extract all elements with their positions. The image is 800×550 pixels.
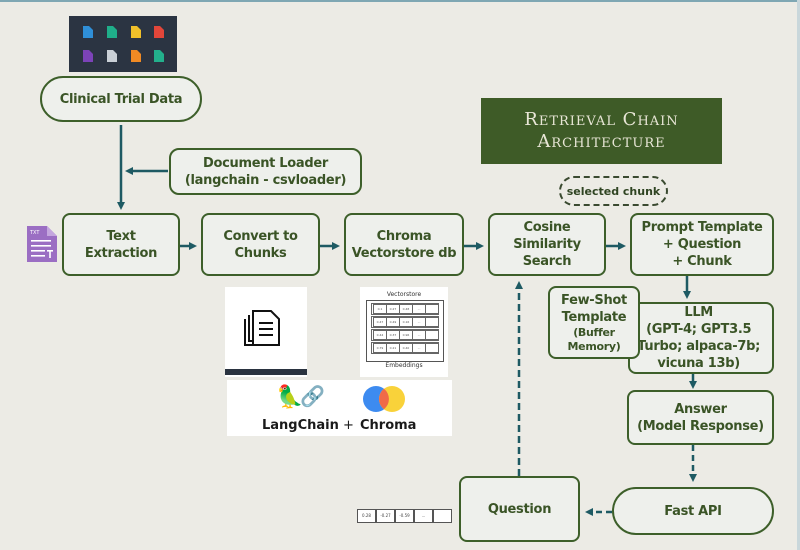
vectorstore-image <box>360 287 448 377</box>
chroma-logo-icon <box>363 386 405 412</box>
vectorstore-cell: 0.79 <box>373 343 387 353</box>
vectorstore-cell: 0.21 <box>386 343 400 353</box>
question-label: Question <box>487 501 552 517</box>
parrot-icon: 🦜 <box>276 384 304 409</box>
embedding-cell: -0.27 <box>376 509 395 523</box>
chroma-vectorstore-node: Chroma Vectorstore db <box>344 213 464 276</box>
chain-link-icon: 🔗 <box>300 386 325 408</box>
file-icon <box>83 50 93 62</box>
answer-label: Answer (Model Response) <box>637 401 764 434</box>
question-embedding-vector: 0.28 -0.27 -0.59 ... <box>357 509 452 523</box>
vectorstore-cell: 0.1 <box>373 304 387 314</box>
vectorstore-cell: ... <box>412 330 426 340</box>
vectorstore-cell: ... <box>412 343 426 353</box>
vectorstore-cell: 0.49 <box>386 317 400 327</box>
vectorstore-cell <box>425 304 439 314</box>
vectorstore-grid <box>366 300 444 362</box>
file-icon <box>107 50 117 62</box>
documents-image <box>225 287 307 377</box>
vectorstore-cell: 0.96 <box>399 330 413 340</box>
cosine-similarity-label: Cosine Similarity Search <box>513 220 581 269</box>
documents-stack-icon <box>225 310 307 375</box>
vectorstore-cell: 0.44 <box>373 330 387 340</box>
document-loader-node: Document Loader (langchain - csvloader) <box>169 148 362 195</box>
txt-file-label: TXT <box>29 230 40 236</box>
embedding-cell: ... <box>414 509 433 523</box>
file-icon <box>131 26 141 38</box>
few-shot-title: Few-Shot Template <box>561 292 627 325</box>
logos-panel <box>227 380 452 436</box>
fast-api-node: Fast API <box>612 487 774 535</box>
few-shot-template-node: Few-Shot Template (Buffer Memory) <box>548 286 640 359</box>
vectorstore-cell: ... <box>412 304 426 314</box>
text-extraction-label: Text Extraction <box>84 228 158 261</box>
title-line-2: Architecture <box>537 131 666 152</box>
vectorstore-cell: 0.27 <box>386 304 400 314</box>
file-icon <box>154 50 164 62</box>
vectorstore-cell: 0.37 <box>386 330 400 340</box>
prompt-template-node: Prompt Template + Question + Chunk <box>630 213 774 276</box>
document-loader-label: Document Loader (langchain - csvloader) <box>184 155 347 188</box>
file-types-panel <box>69 16 177 72</box>
vectorstore-cell: 0.40 <box>399 343 413 353</box>
file-icon <box>107 26 117 38</box>
vectorstore-cell: 0.47 <box>373 317 387 327</box>
question-node: Question <box>459 476 580 542</box>
embedding-cell: -0.59 <box>395 509 414 523</box>
diagram-title: Retrieval Chain Architecture <box>481 98 722 164</box>
answer-node: Answer (Model Response) <box>627 390 774 445</box>
convert-to-chunks-node: Convert to Chunks <box>201 213 320 276</box>
vectorstore-cell <box>425 330 439 340</box>
clinical-trial-data-label: Clinical Trial Data <box>59 91 183 107</box>
selected-chunk-text: selected chunk <box>566 184 661 198</box>
vectorstore-cell <box>425 317 439 327</box>
text-extraction-node: Text Extraction <box>62 213 180 276</box>
selected-chunk-label: selected chunk <box>559 176 668 206</box>
convert-to-chunks-label: Convert to Chunks <box>223 228 298 261</box>
llm-label: LLM (GPT-4; GPT3.5 Turbo; alpaca-7b; vic… <box>637 305 760 371</box>
embedding-cell: 0.28 <box>357 509 376 523</box>
vectorstore-cell <box>425 343 439 353</box>
vectorstore-title: Vectorstore <box>386 291 422 298</box>
vectorstore-cell: 0.16 <box>399 317 413 327</box>
langchain-logo-text: LangChain <box>262 418 339 433</box>
few-shot-subtitle: (Buffer Memory) <box>567 325 621 353</box>
fast-api-label: Fast API <box>664 503 722 519</box>
right-border <box>797 0 800 550</box>
top-border <box>0 0 800 2</box>
embedding-cell <box>433 509 452 523</box>
llm-node: LLM (GPT-4; GPT3.5 Turbo; alpaca-7b; vic… <box>628 302 774 374</box>
vectorstore-cell: ... <box>412 317 426 327</box>
cosine-similarity-node: Cosine Similarity Search <box>488 213 606 276</box>
vectorstore-footer: Embeddings <box>385 362 423 369</box>
chroma-vectorstore-label: Chroma Vectorstore db <box>351 228 457 261</box>
logo-plus: + <box>343 418 354 433</box>
txt-file-icon: TXT <box>27 226 57 262</box>
file-icon <box>131 50 141 62</box>
chroma-logo-text: Chroma <box>360 418 417 433</box>
title-line-1: Retrieval Chain <box>524 109 679 130</box>
clinical-trial-data-node: Clinical Trial Data <box>40 76 202 122</box>
vectorstore-cell: 0.48 <box>399 304 413 314</box>
prompt-template-label: Prompt Template + Question + Chunk <box>641 220 763 269</box>
file-icon <box>154 26 164 38</box>
file-icon <box>83 26 93 38</box>
